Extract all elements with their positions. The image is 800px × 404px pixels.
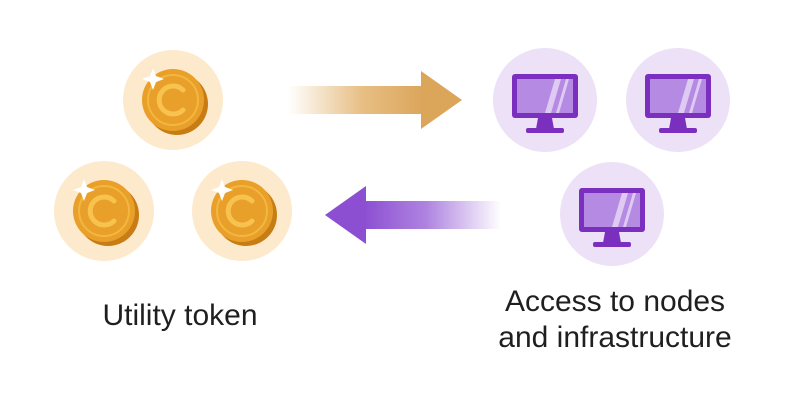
coin-icon xyxy=(192,161,292,261)
monitor-icon xyxy=(560,162,664,266)
utility-token-label: Utility token xyxy=(102,299,258,332)
access-label-line-1: Access to nodes xyxy=(504,285,726,318)
access-nodes-label: Access to nodes and infrastructure xyxy=(460,284,770,356)
coin-icon xyxy=(54,161,154,261)
arrow-left-icon xyxy=(325,186,501,244)
monitor-icon xyxy=(493,48,597,152)
monitor-icon xyxy=(626,48,730,152)
arrow-right-icon xyxy=(288,71,462,129)
coin-icon xyxy=(123,50,223,150)
access-label-line-2: and infrastructure xyxy=(498,321,732,354)
